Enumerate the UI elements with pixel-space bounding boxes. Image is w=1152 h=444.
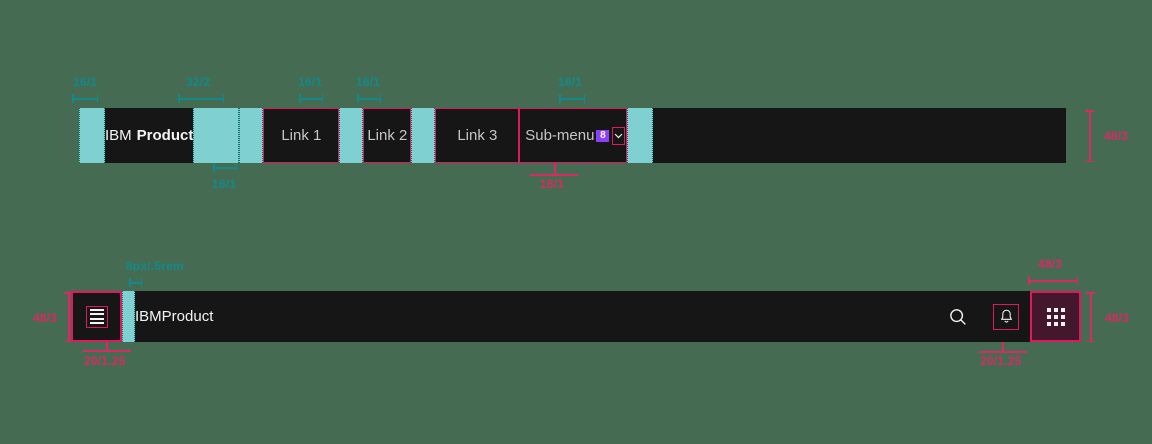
- brand-name: Product: [136, 127, 194, 144]
- measure-bracket-appswitcher-width: [1028, 276, 1078, 285]
- annotation-topnav-height: 48/3: [1104, 129, 1129, 143]
- app-switcher-icon: [1046, 307, 1065, 326]
- spacer-before-link-1: [239, 108, 264, 163]
- measure-bracket-top-submenu-gap: [559, 94, 585, 103]
- header-brand-prefix: IBM: [135, 308, 162, 325]
- hamburger-menu-icon: [85, 305, 108, 328]
- nav-submenu-label: Sub-menu: [525, 127, 595, 144]
- measure-bracket-below-brand: [213, 163, 237, 172]
- measure-bracket-header-height: [64, 292, 73, 342]
- brand-prefix: IBM: [105, 127, 132, 144]
- hamburger-menu-button[interactable]: [71, 291, 122, 342]
- nav-link-3-label: Link 3: [457, 127, 498, 144]
- spacer-before-link-2: [339, 108, 364, 163]
- annotation-header-height: 48/3: [33, 311, 58, 325]
- annotation-menu-icon-size: 20/1.25: [84, 354, 126, 368]
- leader-line-submenu-base: [530, 174, 578, 176]
- header-brand-name: Product: [161, 308, 214, 325]
- annotation-top-brand-gap: 32/2: [186, 75, 211, 89]
- notifications-button[interactable]: [982, 291, 1030, 342]
- spacer-after-submenu: [627, 108, 654, 163]
- nav-submenu[interactable]: Sub-menu 8: [519, 108, 628, 163]
- search-icon: [950, 308, 966, 325]
- top-navigation-bar: IBM Product Link 1 Link 2 Link 3 Sub-men…: [79, 108, 1066, 163]
- annotation-header-gap: 8px/.5rem: [126, 259, 184, 273]
- spacer-after-brand: [193, 108, 240, 163]
- annotation-submenu-chevron-size: 16/1: [540, 177, 565, 191]
- application-header-bar: IBM Product: [71, 291, 1081, 342]
- header-flex-space: [213, 291, 934, 342]
- annotation-below-brand: 16/1: [212, 177, 237, 191]
- nav-link-2-label: Link 2: [367, 127, 408, 144]
- spacer-before-link-3: [411, 108, 436, 163]
- annotation-top-left-gap: 16/1: [73, 75, 98, 89]
- app-switcher-button[interactable]: [1030, 291, 1081, 342]
- nav-link-2[interactable]: Link 2: [363, 108, 412, 163]
- leader-line-bell-icon-base: [979, 351, 1027, 353]
- leader-line-menu-icon-base: [83, 350, 131, 352]
- measure-bracket-header-gap: [129, 278, 142, 287]
- header-brand[interactable]: IBM Product: [135, 291, 213, 342]
- measure-bracket-top-brand-gap: [178, 94, 224, 103]
- chevron-down-icon[interactable]: [612, 126, 626, 145]
- measure-bracket-topnav-height: [1085, 110, 1094, 162]
- measure-bracket-top-link1-gap: [299, 94, 323, 103]
- annotation-top-submenu-gap: 16/1: [558, 75, 583, 89]
- measure-bracket-top-left-gap: [72, 94, 98, 103]
- measure-bracket-top-link2-gap: [357, 94, 381, 103]
- search-button[interactable]: [934, 291, 982, 342]
- nav-link-3[interactable]: Link 3: [435, 108, 520, 163]
- nav-link-1-label: Link 1: [281, 127, 322, 144]
- nav-submenu-badge: 8: [596, 129, 610, 142]
- annotation-top-link1-gap: 16/1: [298, 75, 323, 89]
- spacer-after-menu-button: [122, 291, 135, 342]
- spacer-before-brand: [79, 108, 105, 163]
- measure-bracket-appswitcher-height: [1086, 292, 1095, 342]
- top-nav-empty-space: [653, 108, 1066, 163]
- annotation-appswitcher-width: 48/3: [1038, 257, 1063, 271]
- annotation-appswitcher-height: 48/3: [1105, 311, 1130, 325]
- annotation-bell-icon-size: 20/1.25: [980, 354, 1022, 368]
- notification-bell-icon: [993, 303, 1019, 330]
- annotation-top-link2-gap: 16/1: [356, 75, 381, 89]
- nav-link-1[interactable]: Link 1: [263, 108, 340, 163]
- top-nav-brand[interactable]: IBM Product: [105, 108, 193, 163]
